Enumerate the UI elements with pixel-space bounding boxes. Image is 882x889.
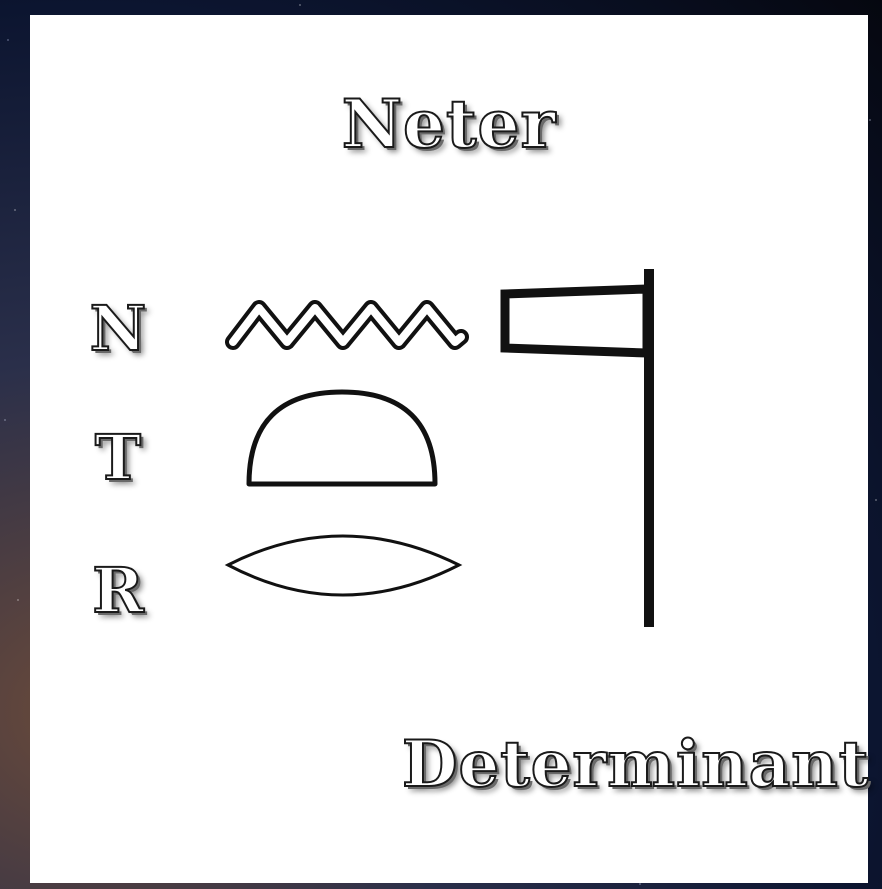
flag-pole-determinative-glyph: [505, 269, 649, 627]
water-zigzag-glyph: [233, 308, 461, 342]
diagram-card: Neter N T R Determinant: [30, 15, 868, 883]
mouth-lens-glyph: [228, 536, 459, 595]
determinative-label: Determinant: [402, 733, 869, 797]
bread-loaf-glyph: [249, 392, 435, 484]
